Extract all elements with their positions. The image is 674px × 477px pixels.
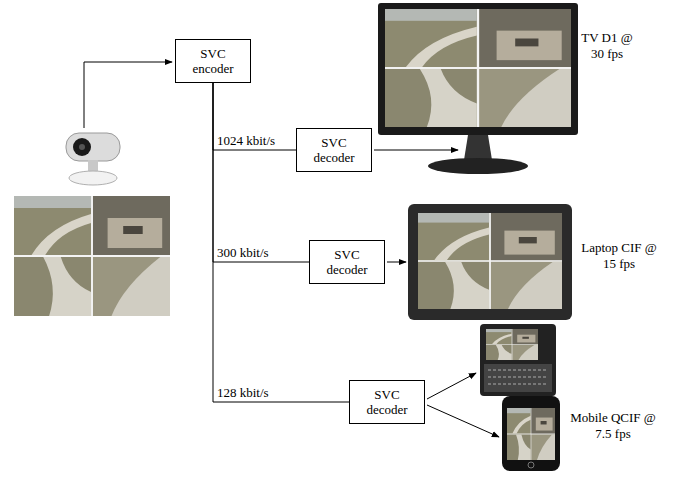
camera-base: [69, 171, 117, 185]
process-box: SVC encoder: [175, 39, 251, 83]
output-arrow: [427, 405, 499, 437]
phone-body: [502, 396, 560, 471]
process-box: SVC decoder: [349, 380, 425, 424]
bitstream-line: [213, 83, 296, 150]
phone-keys: [488, 370, 548, 384]
tv-stand: [464, 135, 492, 160]
laptop-screen: [418, 213, 562, 309]
bitrate-label: 128 kbit/s: [216, 385, 270, 400]
laptop-frame: [408, 204, 572, 320]
home-button: [528, 462, 534, 468]
phone-screen: [507, 408, 555, 460]
process-box: SVC decoder: [309, 240, 385, 284]
bitrate-label: 1024 kbit/s: [216, 133, 276, 148]
camera-body: [66, 133, 120, 161]
tv-screen: [385, 9, 571, 127]
output-arrow: [387, 262, 406, 263]
output-arrow: [427, 373, 476, 399]
box-label: SVC decoder: [319, 247, 375, 277]
phone-body: [480, 324, 556, 396]
tv-base: [428, 158, 528, 174]
phone-screen: [486, 329, 538, 360]
camera-lens: [79, 144, 85, 150]
tv-bezel: [378, 3, 578, 135]
process-box: SVC decoder: [296, 128, 372, 172]
device-label: TV D1 @ 30 fps: [578, 30, 636, 62]
output-arrow: [374, 150, 458, 151]
camera-lens: [73, 138, 91, 156]
bitstream-line: [213, 83, 309, 262]
bitrate-label: 300 kbit/s: [216, 245, 270, 260]
box-label: SVC encoder: [185, 46, 241, 76]
box-label: SVC decoder: [306, 135, 362, 165]
device-label: Mobile QCIF @ 7.5 fps: [565, 410, 661, 442]
device-label: Laptop CIF @ 15 fps: [576, 240, 662, 272]
source-video: [14, 196, 170, 316]
camera-wire: [84, 62, 172, 128]
phone-keyboard: [484, 364, 552, 392]
box-label: SVC decoder: [359, 387, 415, 417]
